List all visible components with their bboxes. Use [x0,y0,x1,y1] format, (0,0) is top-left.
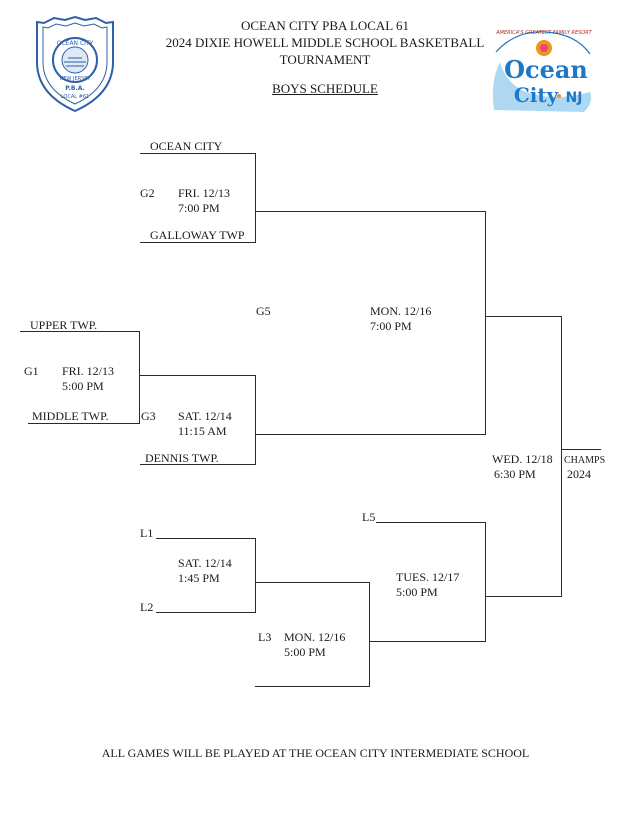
team-ocean-city: OCEAN CITY [150,139,223,153]
slot-l5: L5 [362,510,376,524]
page-subtitle: BOYS SCHEDULE [272,81,378,96]
bracket-line [255,434,486,435]
champs-year: 2024 [567,467,591,481]
bracket-line [376,522,486,523]
bracket-line [140,242,256,243]
slot-l1: L1 [140,526,154,540]
bracket-line [255,582,370,583]
slot-l2: L2 [140,600,154,614]
ocean-city-tagline: AMERICA'S GREATEST FAMILY RESORT [495,30,592,36]
game-id-g1: G1 [24,364,39,378]
game-g5-time: 7:00 PM [370,319,412,333]
pba-logo-lower-text: NEW JERSEY [60,76,92,82]
game-id-g2: G2 [140,186,155,200]
game-g2-time: 7:00 PM [178,201,220,215]
champs-label: CHAMPS [564,455,606,466]
bracket-line [139,331,140,424]
bracket-line [485,316,562,317]
bracket-line [20,331,140,332]
game-id-l3: L3 [258,630,272,644]
header-title-cont: TOURNAMENT [279,52,371,67]
team-galloway: GALLOWAY TWP [150,228,245,242]
bracket-line [561,316,562,597]
final-time: 6:30 PM [494,467,536,481]
bracket-line [485,596,562,597]
header-title: 2024 DIXIE HOWELL MIDDLE SCHOOL BASKETBA… [165,35,485,50]
game-id-g3: G3 [141,409,156,423]
bracket-line [255,153,256,243]
pba-logo-banner: P.B.A. [65,85,84,92]
final-date: WED. 12/18 [492,452,553,466]
ocean-city-word-ocean: Ocean [504,55,588,84]
bracket-line [156,612,256,613]
game-lsat-date: SAT. 12/14 [178,556,232,570]
bracket-line [369,641,486,642]
game-l3-date: MON. 12/16 [284,630,346,644]
bracket-line [140,153,256,154]
footer-note: ALL GAMES WILL BE PLAYED AT THE OCEAN CI… [101,746,530,760]
game-ltue-date: TUES. 12/17 [396,570,460,584]
game-g1-time: 5:00 PM [62,379,104,393]
header-org: OCEAN CITY PBA LOCAL 61 [240,18,410,33]
game-l3-time: 5:00 PM [284,645,326,659]
game-lsat-time: 1:45 PM [178,571,220,585]
team-middle: MIDDLE TWP. [32,409,109,423]
game-id-g5: G5 [256,304,271,318]
team-dennis: DENNIS TWP. [145,451,219,465]
bracket-line [369,582,370,687]
bracket-line [561,449,601,450]
bracket-line [140,464,256,465]
police-badge-logo: OCEAN CITY NEW JERSEY P.B.A. LOCAL #61 [36,15,114,113]
bracket-line [255,686,370,687]
ocean-city-nj-logo: AMERICA'S GREATEST FAMILY RESORT Ocean C… [492,30,593,112]
pba-logo-ring-text: OCEAN CITY [57,40,94,47]
pba-logo-local: LOCAL #61 [61,94,89,100]
game-ltue-time: 5:00 PM [396,585,438,599]
bracket-line [485,522,486,642]
bracket-line [28,423,140,424]
ocean-city-word-city: City [514,83,560,107]
game-g5-date: MON. 12/16 [370,304,432,318]
bracket-line [485,211,486,435]
bracket-line [255,538,256,613]
game-g3-date: SAT. 12/14 [178,409,232,423]
game-g3-time: 11:15 AM [178,424,227,438]
game-g1-date: FRI. 12/13 [62,364,115,378]
bracket-line [255,375,256,465]
game-g2-date: FRI. 12/13 [178,186,231,200]
team-upper: UPPER TWP. [30,318,98,332]
bracket-line [255,211,486,212]
ocean-city-word-nj: NJ [566,90,583,106]
bracket-line [139,375,256,376]
bracket-line [156,538,256,539]
